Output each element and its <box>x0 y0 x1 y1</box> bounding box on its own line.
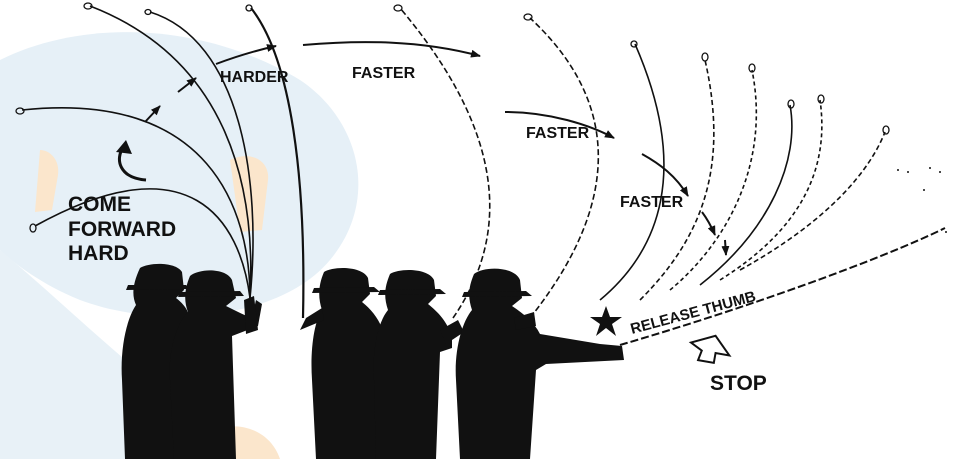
label-come: COME <box>68 193 131 216</box>
star-icon <box>590 306 622 336</box>
label-harder: HARDER <box>220 69 289 86</box>
label-release-thumb: RELEASE THUMB <box>629 288 758 338</box>
label-come-forward-hard: COME FORWARD HARD <box>68 193 176 265</box>
rod-tip-markers <box>15 2 890 233</box>
hollow-up-arrow-icon <box>688 334 732 365</box>
curved-arrow-icon <box>116 140 147 182</box>
fisherman-silhouette-5 <box>455 268 624 459</box>
label-faster-1: FASTER <box>352 65 416 82</box>
motion-arrows <box>144 41 730 256</box>
rod-trails <box>21 5 946 346</box>
fisherman-silhouette-3 <box>300 268 384 459</box>
watermark <box>0 32 359 459</box>
label-stop: STOP <box>710 372 767 395</box>
label-faster-2: FASTER <box>526 125 590 142</box>
motion-dots <box>897 167 947 233</box>
label-faster-3: FASTER <box>620 194 684 211</box>
label-hard: HARD <box>68 242 129 265</box>
label-forward: FORWARD <box>68 218 176 241</box>
fisherman-silhouette-2 <box>169 270 262 459</box>
fisherman-silhouette-4 <box>373 270 464 459</box>
